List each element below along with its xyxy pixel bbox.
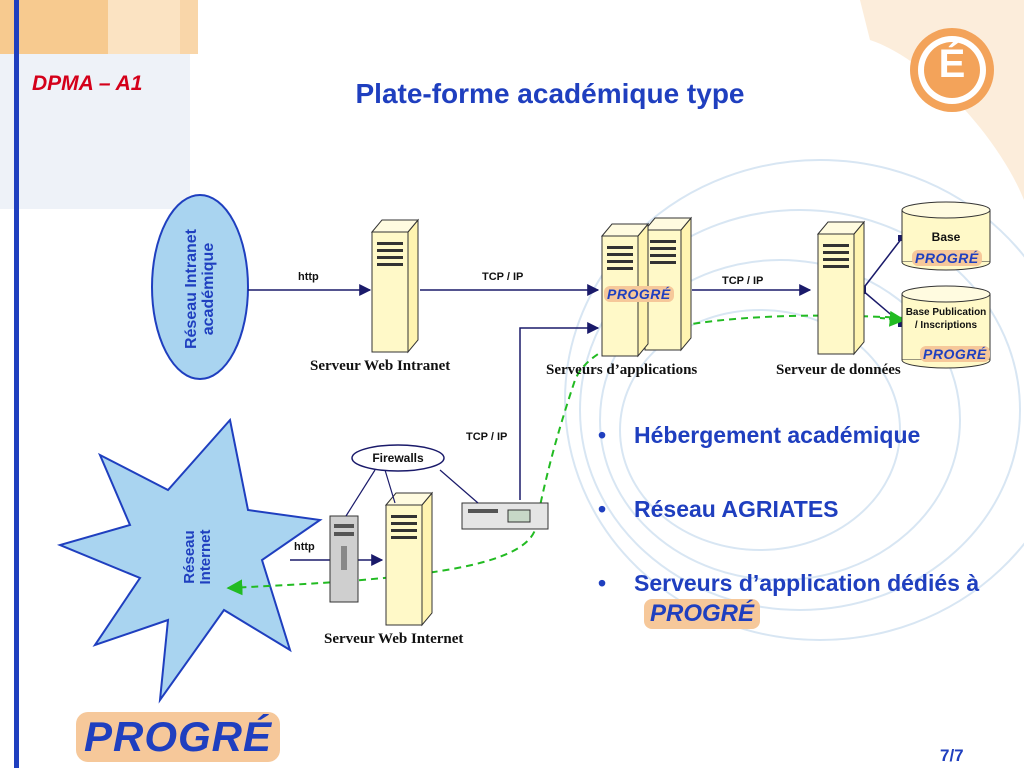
progre-logo: PROGRÉ [912,250,982,266]
slide-tag: DPMA – A1 [32,72,143,95]
progre-logo: PROGRÉ [920,346,990,362]
bullet-item: •Réseau AGRIATES [598,496,839,522]
app-servers-label: Serveurs d’applications [546,362,698,378]
intranet-network-label: Réseau Intranet académique [183,228,217,350]
progre-logo: PROGRÉ [644,599,761,629]
link-label-http-internet: http [294,541,315,553]
firewall-tower-icon [329,515,359,603]
web-intranet-server-icon [371,219,419,353]
link-label-http-intranet: http [298,271,319,283]
bullet-item: •Serveurs d’application dédiés à PROGRÉ [598,570,980,629]
internet-network-label: Réseau Internet [181,529,214,585]
data-server-icon [817,221,865,355]
internet-network-shape [56,417,323,704]
app-server-icon [644,217,692,351]
bullet-item: •Hébergement académique [598,422,921,448]
web-intranet-server-label: Serveur Web Intranet [310,358,451,374]
page-title: Plate-forme académique type [355,78,745,109]
link-label-tcpip: TCP / IP [722,275,764,287]
database-publication-label: Base Publication / Inscriptions [905,307,987,331]
firewall-appliance-icon [461,502,549,530]
link-label-tcpip: TCP / IP [482,271,524,283]
connections [248,237,903,566]
web-internet-server-icon [385,492,433,626]
intranet-network-shape [151,194,249,380]
dashed-flow-line [226,314,905,596]
data-server-label: Serveur de données [776,362,901,378]
progre-logo-large: PROGRÉ [76,712,281,762]
firewalls-callout-shape [351,444,445,472]
seal-logo [910,28,994,112]
web-internet-server-label: Serveur Web Internet [324,631,464,647]
progre-logo: PROGRÉ [604,286,674,302]
link-label-tcpip: TCP / IP [466,431,508,443]
seal-letter: É [938,42,966,86]
bullet-list: •Hébergement académique •Réseau AGRIATES… [592,420,1012,673]
watermark-rings [564,159,1024,641]
database-base-label: Base [931,230,961,244]
firewalls-label: Firewalls [372,451,424,465]
page-number: 7/7 [940,746,964,765]
